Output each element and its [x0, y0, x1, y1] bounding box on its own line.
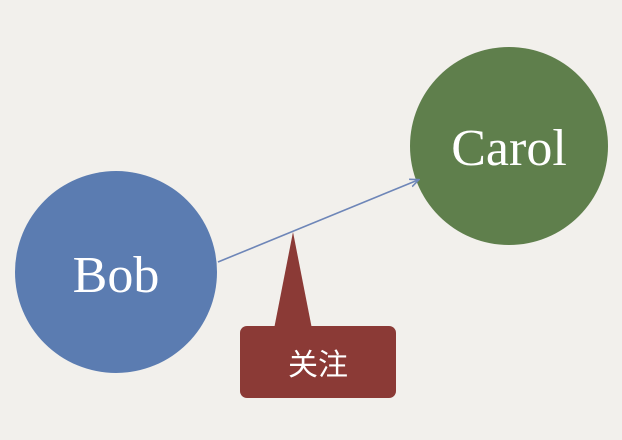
node-bob-label: Bob	[73, 247, 160, 304]
node-carol-label: Carol	[451, 120, 567, 177]
edge-arrow	[217, 180, 418, 263]
callout-label: 关注	[288, 348, 348, 383]
callout-pointer	[274, 232, 312, 329]
node-carol: Carol	[410, 47, 608, 245]
node-bob: Bob	[15, 171, 217, 373]
callout-box	[240, 326, 396, 398]
node-carol-circle	[410, 47, 608, 245]
node-bob-circle	[15, 171, 217, 373]
edge-callout: 关注	[240, 232, 396, 398]
